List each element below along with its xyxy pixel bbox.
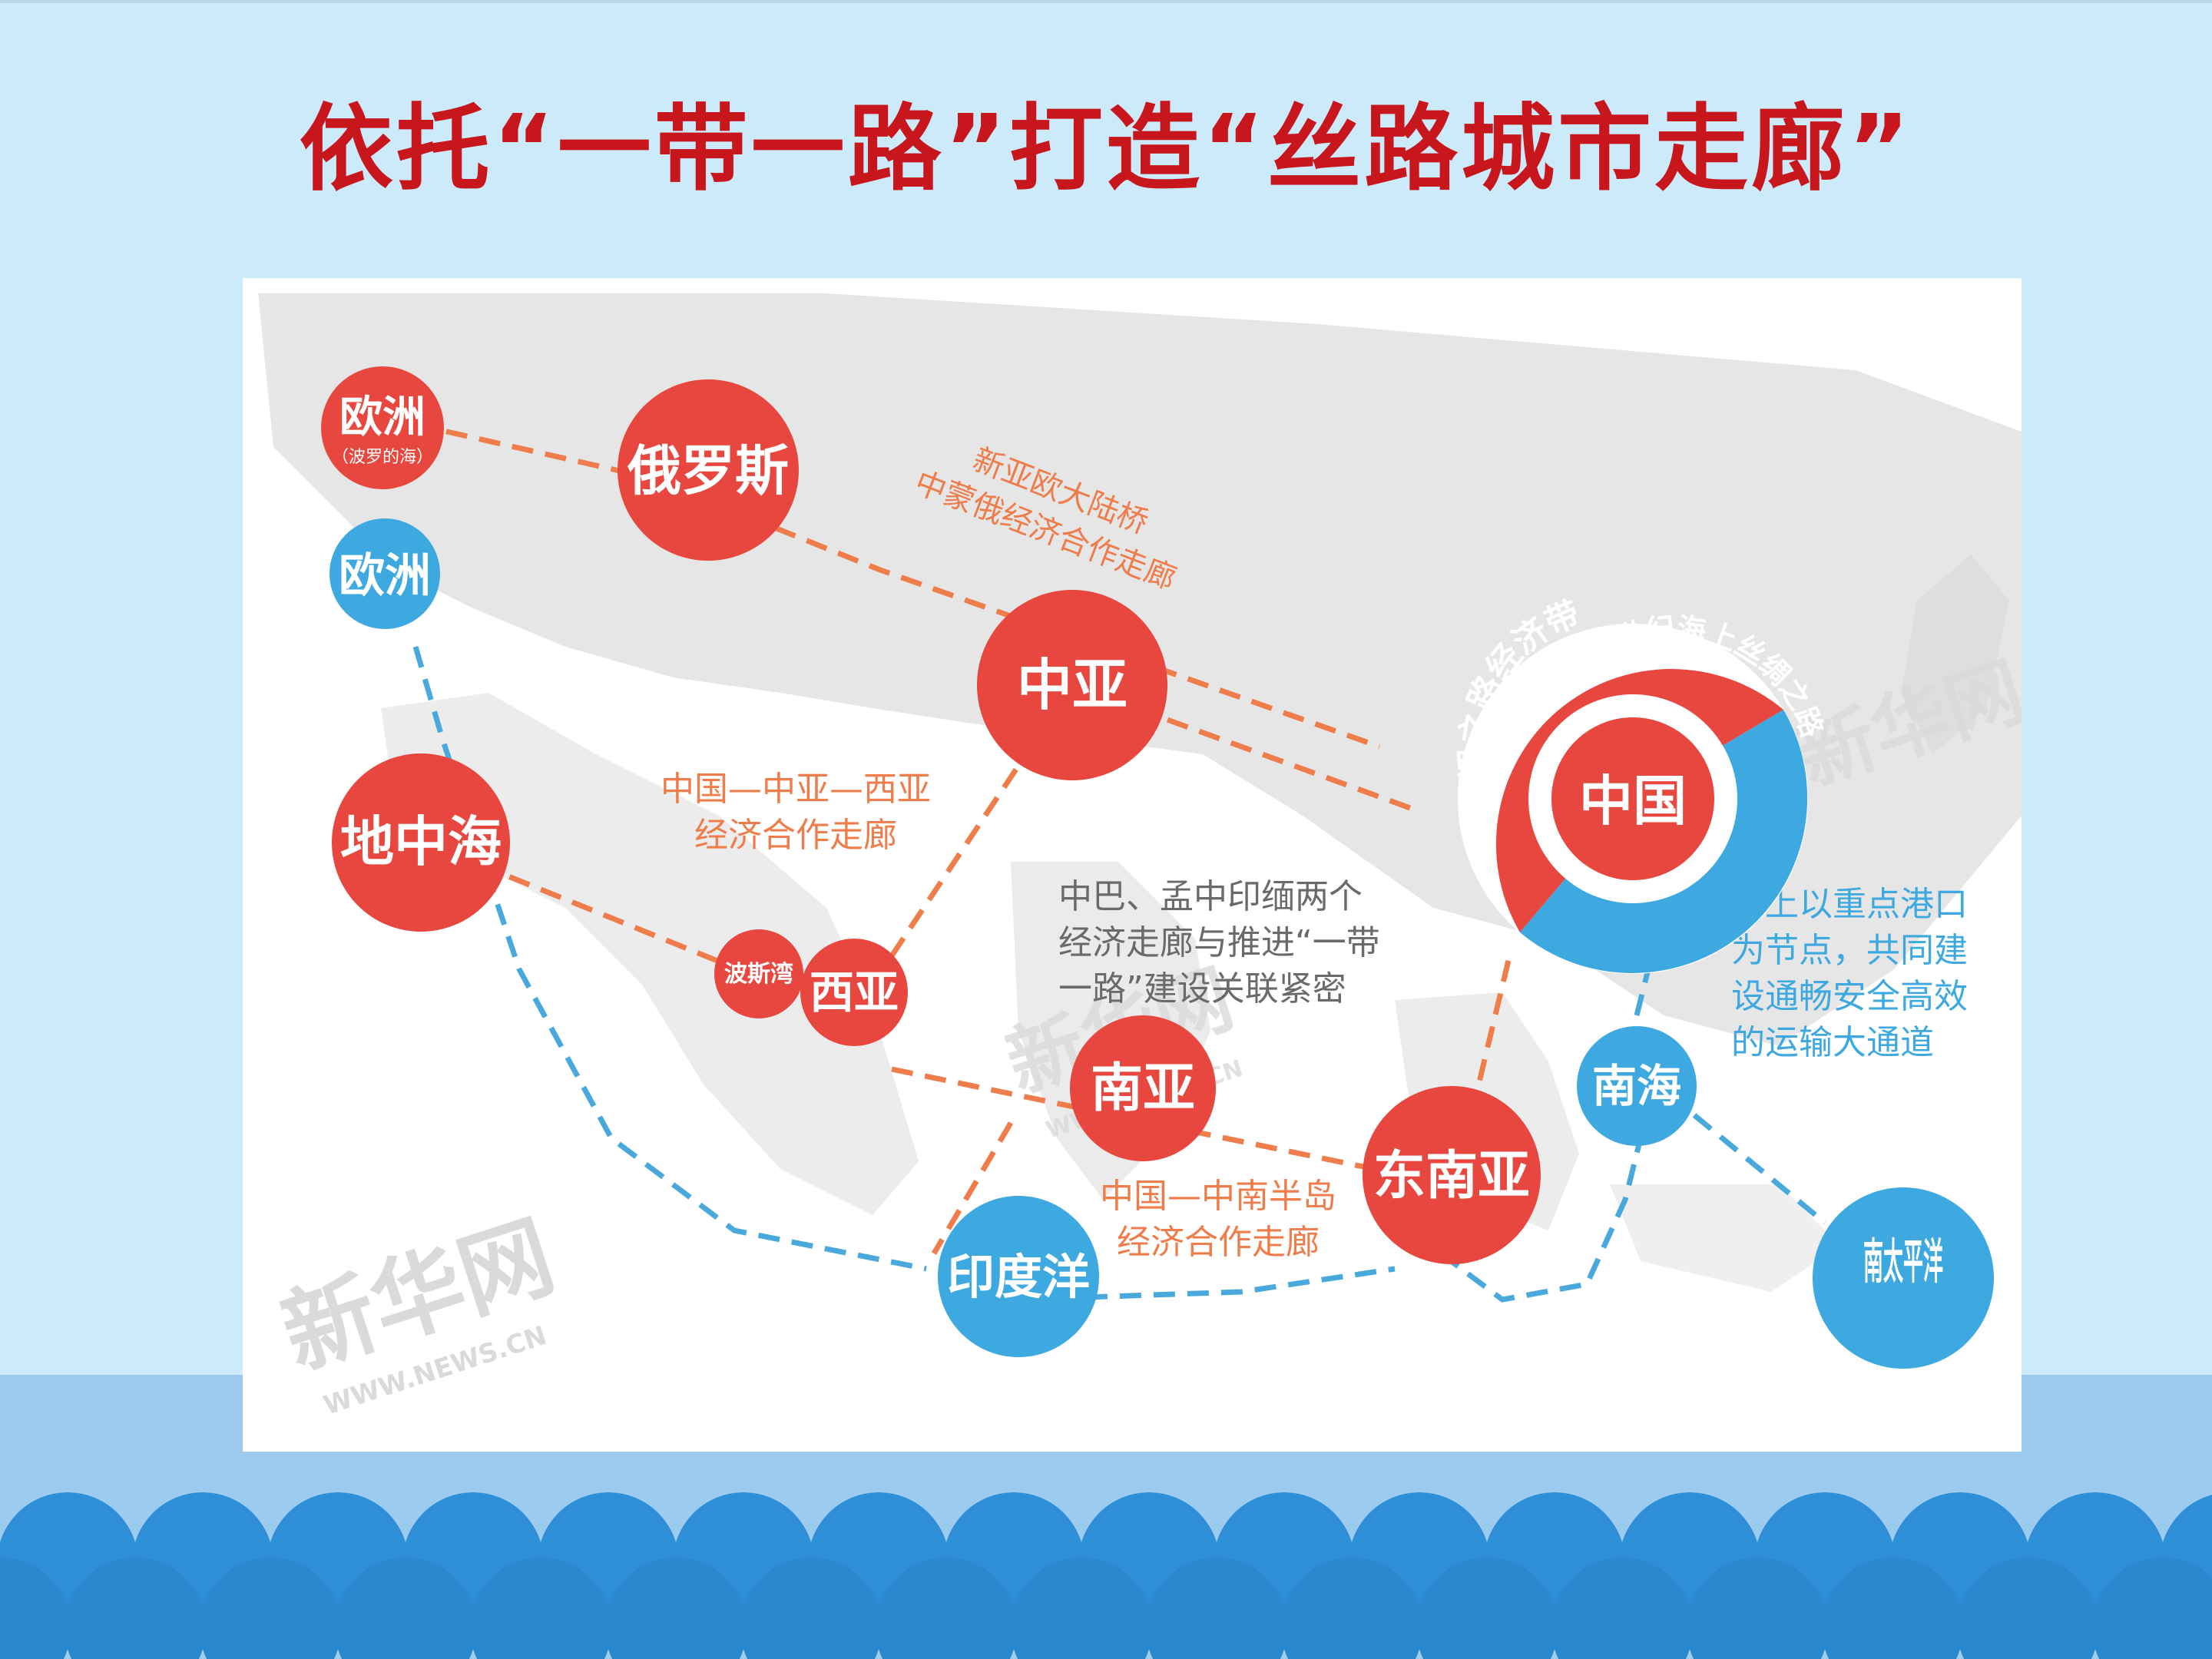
node-label: 中国 bbox=[1579, 770, 1687, 833]
sea-routes bbox=[412, 646, 1827, 1303]
node-label: 南亚 bbox=[1091, 1058, 1195, 1119]
wave-scallop bbox=[605, 1558, 747, 1659]
annotation-line: 经济走廊与推进“一带 bbox=[1058, 923, 1380, 962]
wave-scallop bbox=[1281, 1558, 1422, 1659]
belt-road-map: 新华网 WWW.NEWS.CN 新华网 WWW.NEWS.CN 新华网 新亚欧大… bbox=[258, 293, 2022, 1422]
wave-scallop bbox=[470, 1558, 611, 1659]
annotation-line: 一路”建设关联紧密 bbox=[1058, 969, 1346, 1008]
wave-scallop bbox=[876, 1558, 1017, 1659]
node-label: 东南亚 bbox=[1373, 1146, 1530, 1207]
wave-scallop bbox=[200, 1558, 341, 1659]
node-label: 波斯湾 bbox=[724, 961, 793, 988]
wave-scallop bbox=[1957, 1558, 2098, 1659]
node-south-pacific: 南太平洋 bbox=[1813, 1187, 1994, 1369]
annotation-china-west-asia: 中国—中亚—西亚 经济合作走廊 bbox=[661, 770, 931, 855]
node-west-asia: 西亚 bbox=[800, 939, 908, 1046]
node-label: 南海 bbox=[1592, 1060, 1681, 1112]
node-europe: 欧洲 bbox=[329, 518, 440, 629]
wave-scallop bbox=[740, 1558, 882, 1659]
annotation-line: 中国—中亚—西亚 bbox=[661, 770, 931, 809]
annotation-line: 为节点，共同建 bbox=[1731, 931, 1968, 970]
wave-scallop bbox=[2092, 1558, 2212, 1659]
wave-scallop bbox=[1551, 1558, 1693, 1659]
annotation-maritime: 海上以重点港口 为节点，共同建 设通畅安全高效 的运输大通道 bbox=[1731, 885, 1968, 1062]
annotation-line: 设通畅安全高效 bbox=[1731, 977, 1968, 1016]
node-label: 南太平洋 bbox=[1863, 1233, 1943, 1290]
node-label: 印度洋 bbox=[947, 1249, 1090, 1305]
node-label: 地中海 bbox=[340, 810, 502, 873]
wave-scallop bbox=[0, 1558, 71, 1659]
node-southeast-asia: 东南亚 bbox=[1363, 1086, 1541, 1264]
node-russia: 俄罗斯 bbox=[618, 379, 799, 561]
node-central-asia: 中亚 bbox=[977, 590, 1167, 780]
node-south-asia: 南亚 bbox=[1070, 1015, 1216, 1161]
slide-title: 依托“一带一路”打造“丝路城市走廊” bbox=[299, 94, 1913, 204]
node-south-china-sea: 南海 bbox=[1577, 1026, 1697, 1146]
wave-scallop bbox=[65, 1558, 206, 1659]
wave-scallop bbox=[335, 1558, 476, 1659]
wave-scallop bbox=[1822, 1558, 1963, 1659]
node-label: 西亚 bbox=[810, 966, 899, 1018]
wave-scallop bbox=[1011, 1558, 1152, 1659]
node-indian-ocean: 印度洋 bbox=[938, 1196, 1099, 1357]
node-europe-baltic: 欧洲 （波罗的海） bbox=[321, 366, 444, 489]
node-sublabel: （波罗的海） bbox=[332, 448, 433, 467]
annotation-cpec-bcim: 中巴、孟中印缅两个 经济走廊与推进“一带 一路”建设关联紧密 bbox=[1058, 877, 1380, 1008]
annotation-line: 经济合作走廊 bbox=[1117, 1223, 1320, 1262]
node-label: 欧洲 bbox=[339, 549, 431, 603]
node-mediterranean: 地中海 bbox=[332, 753, 510, 932]
node-label: 欧洲 bbox=[339, 392, 426, 442]
wave-scallop bbox=[1146, 1558, 1287, 1659]
annotation-line: 的运输大通道 bbox=[1731, 1023, 1934, 1062]
wave-decoration bbox=[0, 1492, 2212, 1659]
annotation-line: 中巴、孟中印缅两个 bbox=[1058, 877, 1363, 916]
annotation-indochina: 中国—中南半岛 经济合作走廊 bbox=[1100, 1177, 1336, 1262]
annotation-line: 中国—中南半岛 bbox=[1100, 1177, 1336, 1216]
node-label: 中亚 bbox=[1017, 653, 1128, 717]
wave-scallop bbox=[1416, 1558, 1558, 1659]
wave-scallop bbox=[1687, 1558, 1828, 1659]
node-label: 俄罗斯 bbox=[627, 439, 789, 502]
map-panel: 新华网 WWW.NEWS.CN 新华网 WWW.NEWS.CN 新华网 新亚欧大… bbox=[243, 278, 2022, 1452]
annotation-line: 经济合作走廊 bbox=[694, 816, 897, 855]
node-china-hub: 中国 丝绸之路经济带 bbox=[1453, 594, 1808, 974]
node-persian-gulf: 波斯湾 bbox=[714, 929, 803, 1018]
top-border bbox=[0, 0, 2212, 3]
